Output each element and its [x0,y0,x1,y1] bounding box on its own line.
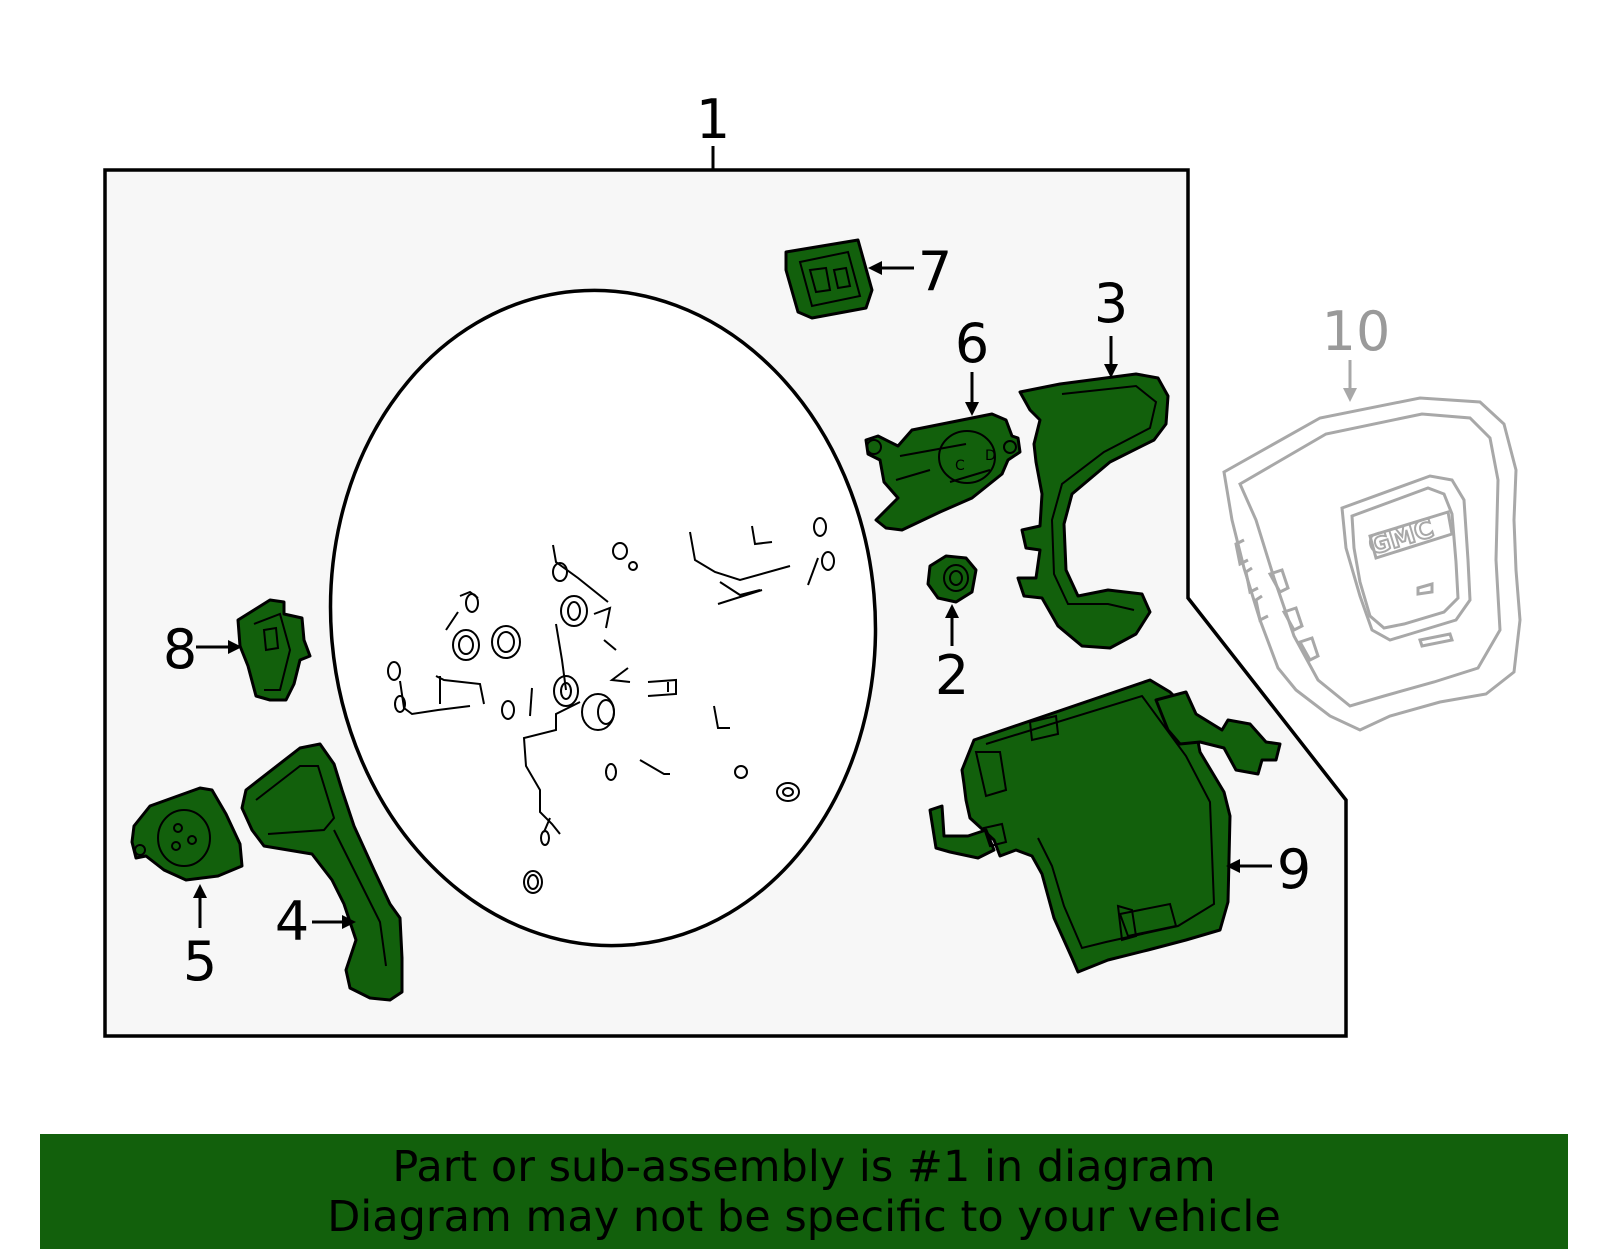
part-5-left-switch [130,786,244,882]
airbag-logo-text: GMC [1365,514,1437,562]
part-2-nut [926,554,978,604]
part-4-left-trim-cover [240,742,404,1002]
part-7-switch-bezel [784,238,874,320]
callout-3: 3 [1094,272,1128,335]
svg-text:C: C [955,458,965,474]
callout-1: 1 [696,88,730,151]
disclaimer-line-2: Diagram may not be specific to your vehi… [327,1191,1281,1242]
part-9-wiring-cover [928,678,1282,974]
callout-4: 4 [275,890,309,953]
callout-5: 5 [183,930,217,993]
part-8-switch-bezel [236,598,312,702]
callout-10: 10 [1322,300,1391,363]
disclaimer-banner: Part or sub-assembly is #1 in diagram Di… [40,1134,1568,1249]
wiring-harness [387,517,835,894]
svg-text:D: D [985,448,996,464]
callout-6: 6 [955,312,989,375]
part-3-right-trim-cover [1016,372,1170,650]
steering-wheel-rim [328,288,878,948]
part-10-airbag-module: GMC [1222,396,1522,732]
callout-2: 2 [935,644,969,707]
part-6-right-switch: C D [864,412,1022,532]
callout-7: 7 [918,240,952,303]
callout-9: 9 [1277,838,1311,901]
callout-8: 8 [163,618,197,681]
disclaimer-line-1: Part or sub-assembly is #1 in diagram [392,1141,1216,1192]
